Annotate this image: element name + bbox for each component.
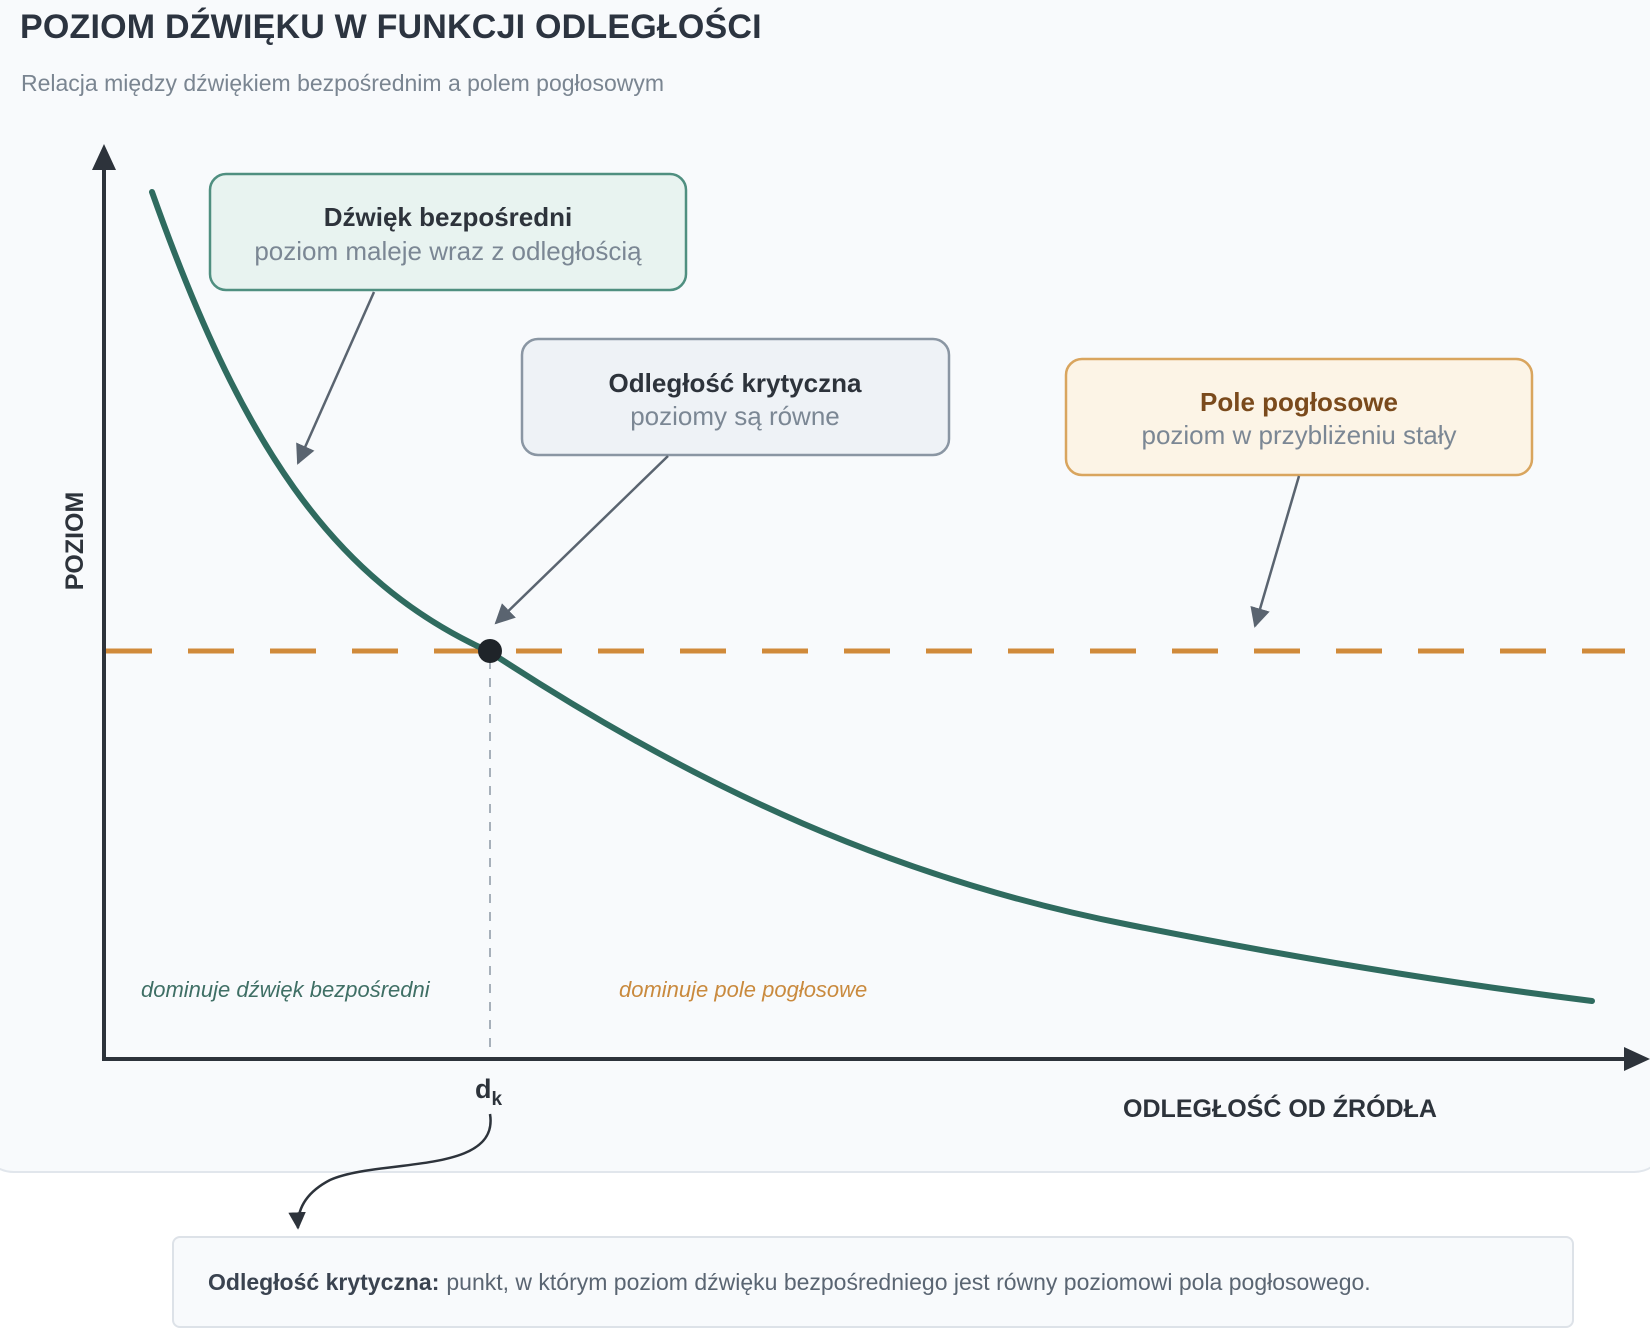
callout-reverberant-title: Pole pogłosowe <box>1200 387 1398 417</box>
direct-sound-curve <box>149 189 1595 1004</box>
definition-box: Odległość krytyczna: punkt, w którym poz… <box>172 1236 1574 1328</box>
definition-term: Odległość krytyczna: <box>208 1268 440 1295</box>
callout-direct-subtitle: poziom maleje wraz z odległością <box>254 236 642 266</box>
y-axis-label: POZIOM <box>61 492 89 591</box>
callout-direct-sound: Dźwięk bezpośredni poziom maleje wraz z … <box>208 172 688 292</box>
definition-text: punkt, w którym poziom dźwięku bezpośred… <box>446 1268 1371 1295</box>
definition-connector <box>288 1113 492 1230</box>
callout-reverberant-pointer <box>1250 475 1301 628</box>
y-axis-arrowhead <box>92 144 116 170</box>
callout-direct-title: Dźwięk bezpośredni <box>324 202 573 232</box>
callout-reverberant-subtitle: poziom w przybliżeniu stały <box>1141 420 1456 450</box>
callout-direct-pointer <box>296 291 376 465</box>
critical-distance-subscript: k <box>492 1089 503 1110</box>
critical-point-marker <box>478 639 502 663</box>
callout-critical-distance: Odległość krytyczna poziomy są równe <box>520 337 951 457</box>
callout-critical-subtitle: poziomy są równe <box>630 401 840 431</box>
region-label-direct: dominuje dźwięk bezpośredni <box>141 977 431 1002</box>
page-title: POZIOM DŹWIĘKU W FUNKCJI ODLEGŁOŚCI <box>20 8 762 46</box>
critical-distance-symbol: d <box>475 1074 492 1104</box>
page-subtitle: Relacja między dźwiękiem bezpośrednim a … <box>21 70 665 96</box>
x-axis-arrowhead <box>1624 1047 1650 1071</box>
critical-distance-label: dk <box>475 1074 503 1110</box>
x-axis-label: ODLEGŁOŚĆ OD ŹRÓDŁA <box>1123 1093 1437 1123</box>
region-label-reverberant: dominuje pole pogłosowe <box>619 977 867 1002</box>
callout-critical-title: Odległość krytyczna <box>609 368 862 398</box>
callout-reverberant-field: Pole pogłosowe poziom w przybliżeniu sta… <box>1064 357 1534 477</box>
callout-critical-pointer <box>494 455 669 625</box>
